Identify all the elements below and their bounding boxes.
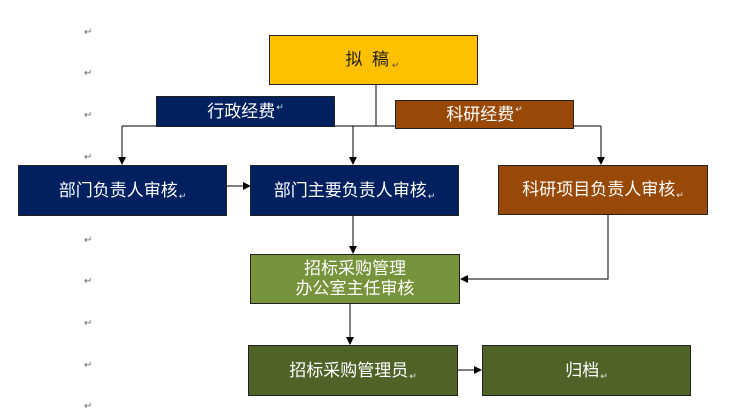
paragraph-mark: ↵ (84, 235, 93, 246)
procurement-director-line1: 招标采购管理 (304, 259, 406, 279)
paragraph-mark: ↵ (84, 152, 93, 163)
paragraph-mark: ↵ (84, 27, 93, 38)
dept-head-label: 部门负责人审核 (58, 180, 178, 201)
label-research-fund: 科研经费↵ (395, 100, 574, 129)
paragraph-mark: ↵ (84, 110, 93, 121)
paragraph-mark: ↵ (276, 103, 284, 113)
node-archive: 归档↵ (482, 345, 691, 396)
paragraph-mark: ↵ (427, 192, 436, 202)
node-draft: 拟 稿↵ (269, 35, 478, 85)
procurement-officer-label: 招标采购管理员 (289, 360, 409, 381)
dept-main-head-label: 部门主要负责人审核 (273, 180, 427, 201)
paragraph-mark: ↵ (391, 61, 402, 71)
research-fund-label: 科研经费 (446, 104, 515, 125)
admin-fund-label: 行政经费 (207, 101, 276, 122)
label-admin-fund: 行政经费↵ (156, 96, 335, 127)
node-dept-main-head: 部门主要负责人审核↵ (250, 165, 459, 216)
paragraph-mark: ↵ (84, 360, 93, 371)
node-draft-label: 拟 稿 (345, 50, 391, 70)
paragraph-mark: ↵ (84, 401, 93, 412)
paragraph-mark: ↵ (178, 192, 187, 202)
paragraph-mark: ↵ (600, 372, 608, 382)
arrow-project-to-director (460, 215, 609, 283)
paragraph-mark: ↵ (409, 372, 417, 382)
paragraph-mark: ↵ (84, 276, 93, 287)
node-project-head: 科研项目负责人审核↵ (498, 165, 708, 215)
paragraph-mark: ↵ (84, 318, 93, 329)
node-dept-head: 部门负责人审核↵ (18, 165, 227, 216)
node-procurement-officer: 招标采购管理员↵ (248, 345, 458, 396)
node-procurement-director: 招标采购管理 办公室主任审核 (250, 254, 460, 304)
paragraph-mark: ↵ (676, 191, 684, 201)
project-head-label: 科研项目负责人审核 (522, 180, 676, 200)
archive-label: 归档 (565, 360, 600, 381)
paragraph-mark: ↵ (515, 105, 523, 115)
procurement-director-line2: 办公室主任审核 (295, 279, 415, 299)
paragraph-mark: ↵ (84, 68, 93, 79)
